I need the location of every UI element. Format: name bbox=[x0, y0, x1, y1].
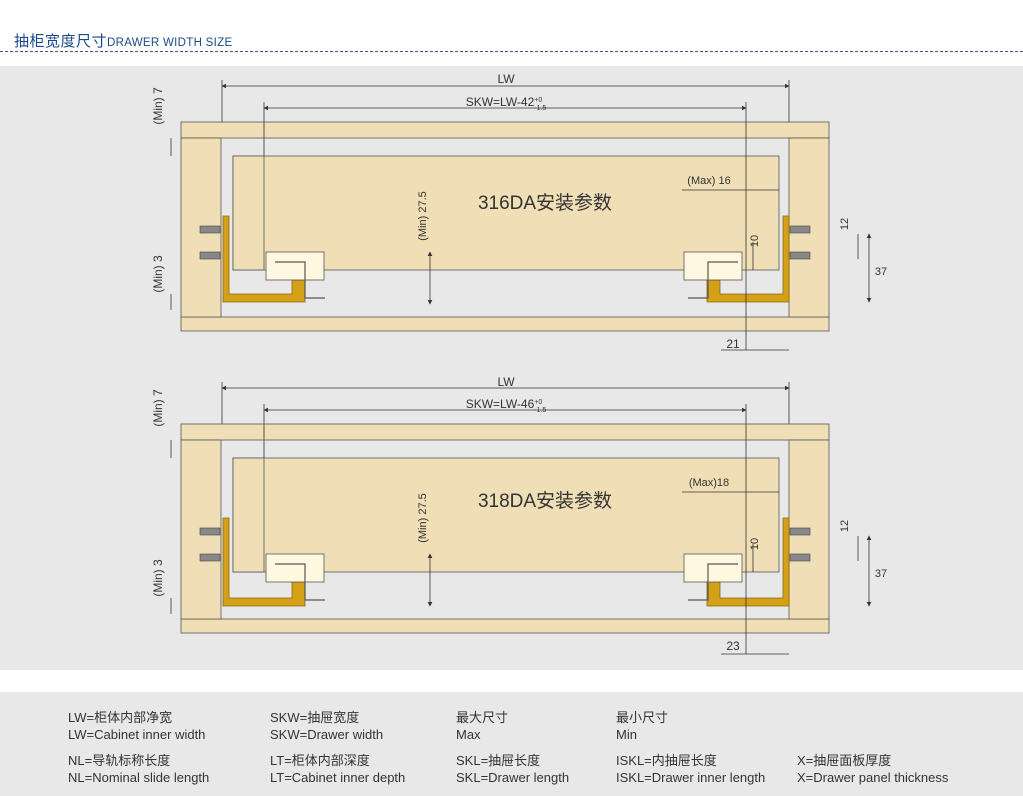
legend-skl-en: SKL=Drawer length bbox=[456, 770, 570, 785]
diagram-316da: LW SKW=LW-42+0-1.5 316DA安装参数 (Min) 27.5 … bbox=[151, 72, 887, 351]
diagram-318da: LW SKW=LW-46+0-1.5 318DA安装参数 (Min) 27.5 … bbox=[151, 375, 887, 655]
legend-nl-en: NL=Nominal slide length bbox=[68, 770, 210, 785]
drawer-panel bbox=[232, 457, 780, 573]
drawer-front-left bbox=[232, 155, 265, 271]
slide-hook-left bbox=[275, 563, 325, 601]
model-label: 318DA安装参数 bbox=[478, 490, 612, 512]
legend-max-en: Max bbox=[456, 727, 481, 742]
dim-10-label: 10 bbox=[749, 235, 761, 247]
legend-skw-en: SKW=Drawer width bbox=[270, 727, 384, 742]
dim-12-label: 12 bbox=[839, 218, 851, 230]
cabinet-bottom-panel bbox=[180, 618, 830, 634]
legend-lw-cn: LW=柜体内部净宽 bbox=[68, 710, 173, 725]
min-7-label: (Min) 7 bbox=[151, 87, 165, 125]
min-275-label: (Min) 27.5 bbox=[417, 493, 429, 543]
legend-skw-cn: SKW=抽屉宽度 bbox=[270, 710, 360, 725]
legend-iskl-cn: ISKL=内抽屉长度 bbox=[616, 753, 717, 768]
legend-lw-en: LW=Cabinet inner width bbox=[68, 727, 206, 742]
legend-min-en: Min bbox=[616, 727, 637, 742]
slide-hook-right bbox=[688, 563, 738, 601]
min-3-label: (Min) 3 bbox=[151, 559, 165, 597]
min-7-label: (Min) 7 bbox=[151, 389, 165, 427]
min-275-label: (Min) 27.5 bbox=[417, 191, 429, 241]
dim-37-label: 37 bbox=[875, 568, 887, 580]
slide-runner-left bbox=[265, 251, 325, 281]
skw-label: SKW=LW-42+0-1.5 bbox=[466, 95, 547, 112]
cabinet-bottom-panel bbox=[180, 316, 830, 332]
max-label: (Max) 16 bbox=[687, 175, 730, 187]
slide-runner-right bbox=[683, 553, 743, 583]
slide-hook-right bbox=[688, 261, 738, 299]
header-divider bbox=[0, 51, 1023, 52]
side-dim-label: 23 bbox=[726, 639, 740, 653]
legend-x-en: X=Drawer panel thickness bbox=[797, 770, 949, 785]
page-title-cn: 抽柜宽度尺寸 bbox=[14, 33, 108, 50]
min-3-label: (Min) 3 bbox=[151, 255, 165, 293]
legend-panel: LW=柜体内部净宽 LW=Cabinet inner width NL=导轨标称… bbox=[0, 692, 1023, 796]
dim-37-label: 37 bbox=[875, 266, 887, 278]
dim-10-label: 10 bbox=[749, 538, 761, 550]
model-label: 316DA安装参数 bbox=[478, 192, 612, 214]
page-title: 抽柜宽度尺寸DRAWER WIDTH SIZE bbox=[14, 30, 232, 51]
page-title-en: DRAWER WIDTH SIZE bbox=[107, 37, 233, 49]
skw-label: SKW=LW-46+0-1.5 bbox=[466, 397, 547, 414]
slide-runner-right bbox=[683, 251, 743, 281]
cabinet-top-panel bbox=[180, 121, 830, 139]
max-label: (Max)18 bbox=[689, 477, 729, 489]
legend-min-cn: 最小尺寸 bbox=[616, 710, 669, 725]
side-dim-label: 21 bbox=[726, 337, 740, 351]
legend-skl-cn: SKL=抽屉长度 bbox=[456, 753, 541, 768]
slide-runner-left bbox=[265, 553, 325, 583]
lw-label: LW bbox=[497, 375, 515, 389]
legend-nl-cn: NL=导轨标称长度 bbox=[68, 753, 171, 768]
drawer-panel bbox=[232, 155, 780, 271]
legend-lt-en: LT=Cabinet inner depth bbox=[270, 770, 406, 785]
lw-label: LW bbox=[497, 72, 515, 86]
drawer-front-left bbox=[232, 457, 265, 573]
legend-x-cn: X=抽屉面板厚度 bbox=[797, 753, 892, 768]
legend-iskl-en: ISKL=Drawer inner length bbox=[616, 770, 766, 785]
dim-12-label: 12 bbox=[839, 520, 851, 532]
screw-icon bbox=[199, 527, 811, 562]
diagram-svg: LW SKW=LW-42+0-1.5 316DA安装参数 (Min) 27.5 … bbox=[151, 72, 887, 655]
diagram-panel: LW SKW=LW-42+0-1.5 316DA安装参数 (Min) 27.5 … bbox=[0, 66, 1023, 670]
legend-lt-cn: LT=柜体内部深度 bbox=[270, 753, 370, 768]
cabinet-top-panel bbox=[180, 423, 830, 441]
legend-max-cn: 最大尺寸 bbox=[456, 710, 509, 725]
slide-hook-left bbox=[275, 261, 325, 299]
screw-icon bbox=[199, 225, 811, 260]
